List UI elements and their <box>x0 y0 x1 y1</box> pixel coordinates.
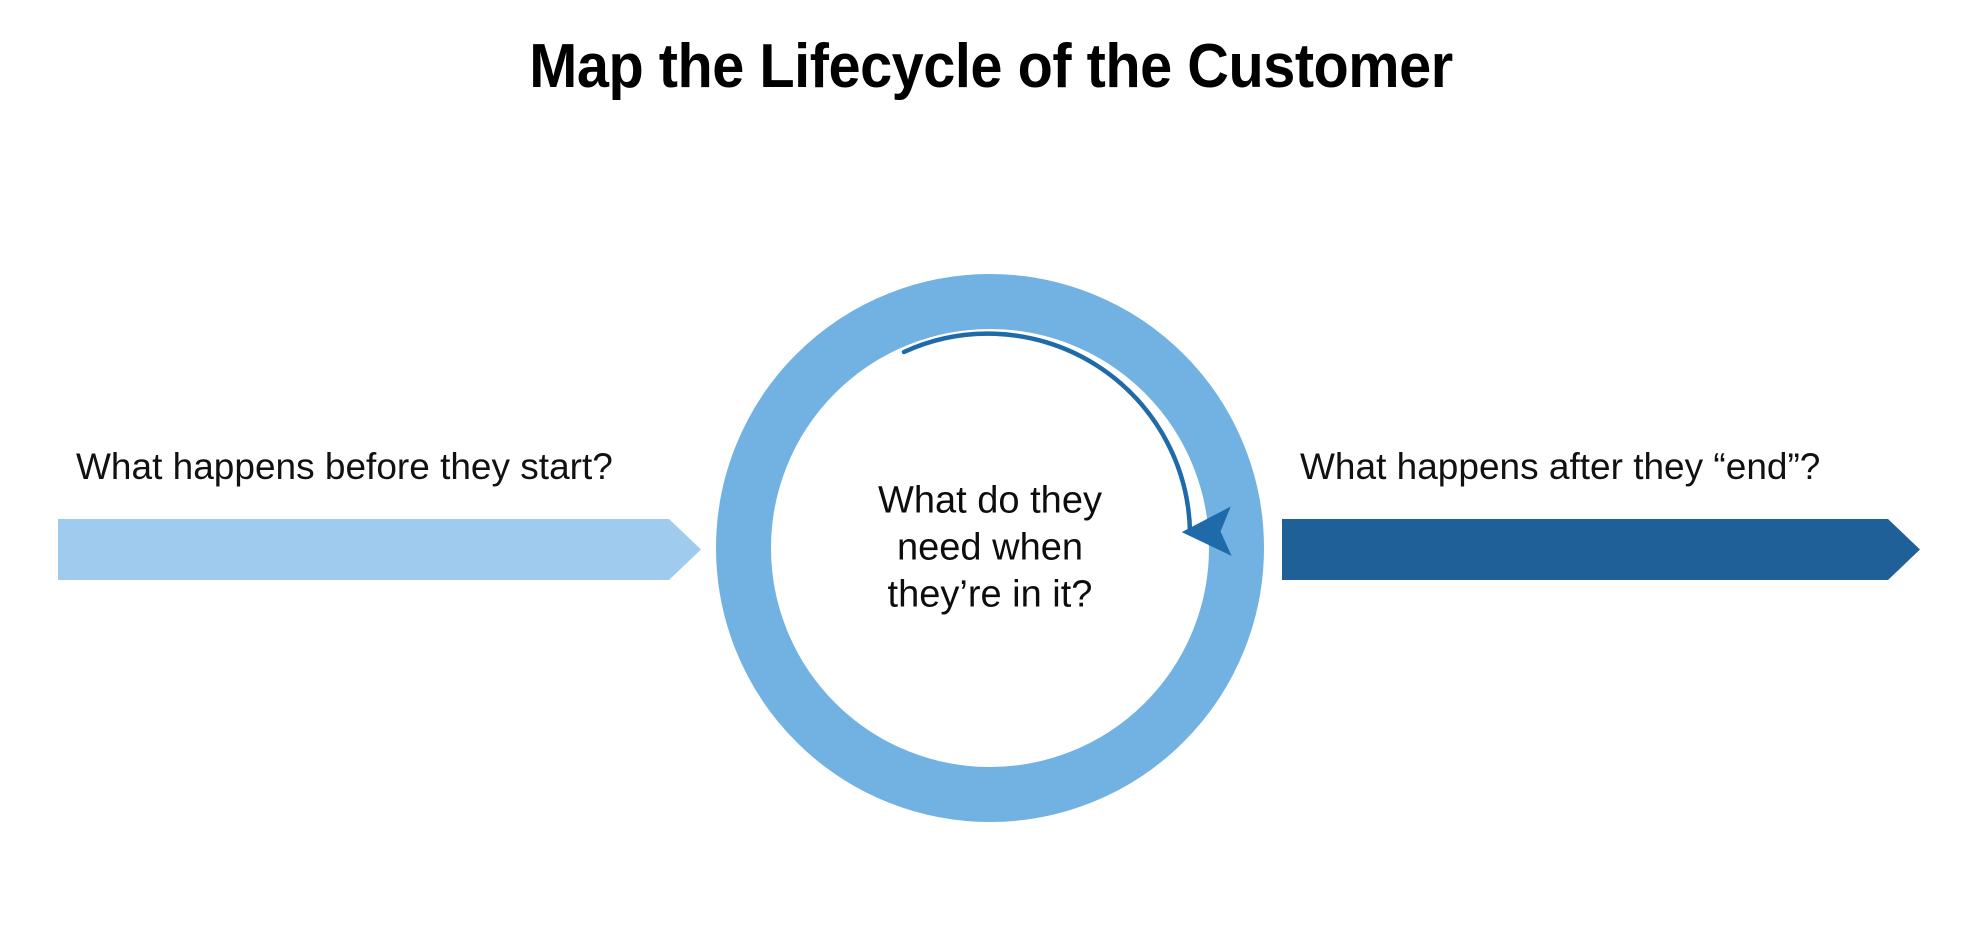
page-title: Map the Lifecycle of the Customer <box>529 32 1453 101</box>
clockwise-loop-arrow-icon <box>901 331 1232 556</box>
after-arrow-icon <box>1282 519 1920 580</box>
before-arrow <box>58 519 701 580</box>
cycle-text-line-3: they’re in it? <box>887 573 1093 616</box>
after-arrow <box>1282 519 1920 580</box>
before-stage-label: What happens before they start? <box>76 446 613 487</box>
cycle-text-line-2: need when <box>897 526 1083 569</box>
lifecycle-cycle: What do they need when they’re in it? <box>716 274 1264 822</box>
cycle-text-line-1: What do they <box>878 479 1102 522</box>
after-stage-label: What happens after they “end”? <box>1300 446 1821 487</box>
cycle-question-text: What do they need when they’re in it? <box>825 478 1155 619</box>
before-arrow-icon <box>58 519 701 580</box>
